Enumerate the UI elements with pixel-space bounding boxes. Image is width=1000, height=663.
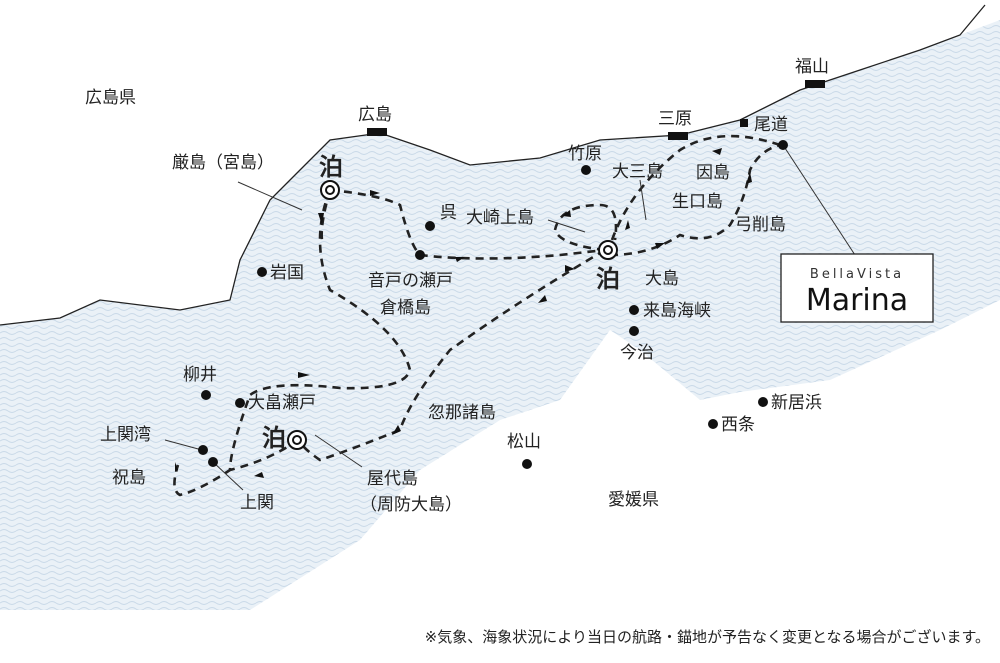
bella-vista-marina-logo: BellaVista Marina	[780, 253, 934, 323]
station-mihara: 三原	[658, 109, 692, 129]
anchor-label: 泊	[262, 424, 286, 452]
route-change-note: ※気象、海象状況により当日の航路・錨地が予告なく変更となる場合がございます。	[425, 628, 990, 646]
label-kaminosekiwan: 上関湾	[100, 425, 151, 445]
leader-line	[164, 439, 203, 451]
label-niihama: 新居浜	[771, 393, 822, 413]
label-matsuyama: 松山	[507, 432, 541, 452]
leader-line	[782, 144, 856, 256]
label-yugeshima: 弓削島	[735, 215, 786, 235]
region-hiroshima: 広島県	[85, 88, 136, 108]
label-onomichi: 尾道	[754, 115, 788, 135]
region-ehime: 愛媛県	[608, 490, 659, 510]
coastline	[0, 4, 986, 326]
place-dots	[198, 119, 788, 469]
cruise-route	[173, 134, 781, 497]
label-oshima: 大島	[645, 269, 679, 289]
station-marker	[805, 80, 825, 88]
station-marker	[367, 128, 387, 136]
leader-line	[314, 434, 363, 468]
label-omishima: 大三島	[612, 162, 663, 182]
leader-line	[547, 219, 586, 233]
leader-line	[237, 181, 303, 211]
route-arrows	[175, 148, 752, 478]
label-yashiro: 屋代島	[367, 469, 418, 489]
leader-line	[212, 461, 244, 491]
anchor-label: 泊	[596, 265, 620, 293]
label-saijo: 西条	[721, 415, 755, 435]
anchor-icons	[287, 180, 618, 450]
leader-line	[639, 179, 647, 221]
station-fukuyama: 福山	[795, 57, 829, 77]
anchor-label: 泊	[319, 153, 343, 181]
label-kaminoseki: 上関	[240, 493, 274, 513]
station-marker	[668, 132, 688, 140]
label-kure: 呉	[440, 203, 457, 223]
label-ikuchijima: 生口島	[672, 192, 723, 212]
label-suo-oshima: （周防大島）	[360, 495, 462, 515]
station-hiroshima: 広島	[358, 105, 392, 125]
label-yanai: 柳井	[183, 365, 217, 385]
label-kutsuna: 忽那諸島	[428, 403, 496, 423]
label-kurahashi: 倉橋島	[380, 298, 431, 318]
label-itsukushima: 厳島（宮島）	[172, 153, 274, 173]
label-obatake: 大畠瀬戸	[248, 393, 316, 413]
svg-text:BellaVista: BellaVista	[810, 267, 904, 282]
label-innoshima: 因島	[696, 163, 730, 183]
label-kurushima: 来島海峡	[643, 301, 711, 321]
label-takehara: 竹原	[568, 144, 602, 164]
label-iwaishima: 祝島	[112, 468, 146, 488]
label-ondo: 音戸の瀬戸	[368, 271, 453, 291]
label-osakikamijima: 大崎上島	[466, 208, 534, 228]
label-imabari: 今治	[620, 343, 654, 363]
svg-text:Marina: Marina	[806, 283, 908, 318]
label-iwakuni: 岩国	[270, 263, 304, 283]
